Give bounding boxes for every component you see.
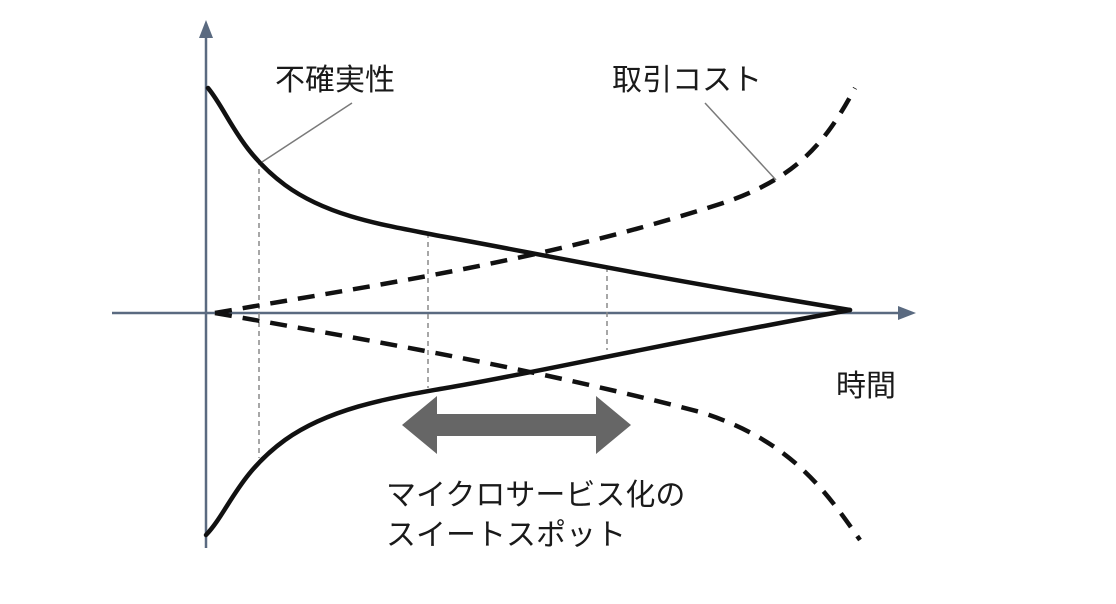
uncertainty-label: 不確実性 (275, 63, 395, 98)
leader-lines (261, 102, 777, 181)
transaction-cost-curves (214, 86, 862, 542)
transaction-cost-lower-curve (214, 310, 862, 542)
uncertainty-upper-curve (205, 85, 853, 313)
sweet-spot-label-line-1: マイクロサービス化の (386, 478, 686, 513)
transaction-cost-upper-curve (214, 86, 857, 316)
transaction-cost-leader-line (704, 102, 777, 181)
sweet-spot-label: マイクロサービス化の スイートスポット (386, 476, 685, 556)
uncertainty-curves (203, 85, 853, 538)
sweet-spot-double-arrow (402, 396, 631, 454)
guide-lines (258, 160, 608, 458)
uncertainty-leader-line (261, 102, 353, 163)
time-axis-label: 時間 (836, 369, 896, 404)
transaction-cost-label: 取引コスト (612, 63, 762, 98)
sweet-spot-label-line-2: スイートスポット (386, 518, 626, 553)
axes (112, 20, 916, 548)
uncertainty-lower-curve (203, 307, 853, 538)
x-axis-arrowhead (898, 306, 916, 320)
y-axis-arrowhead (199, 20, 213, 38)
